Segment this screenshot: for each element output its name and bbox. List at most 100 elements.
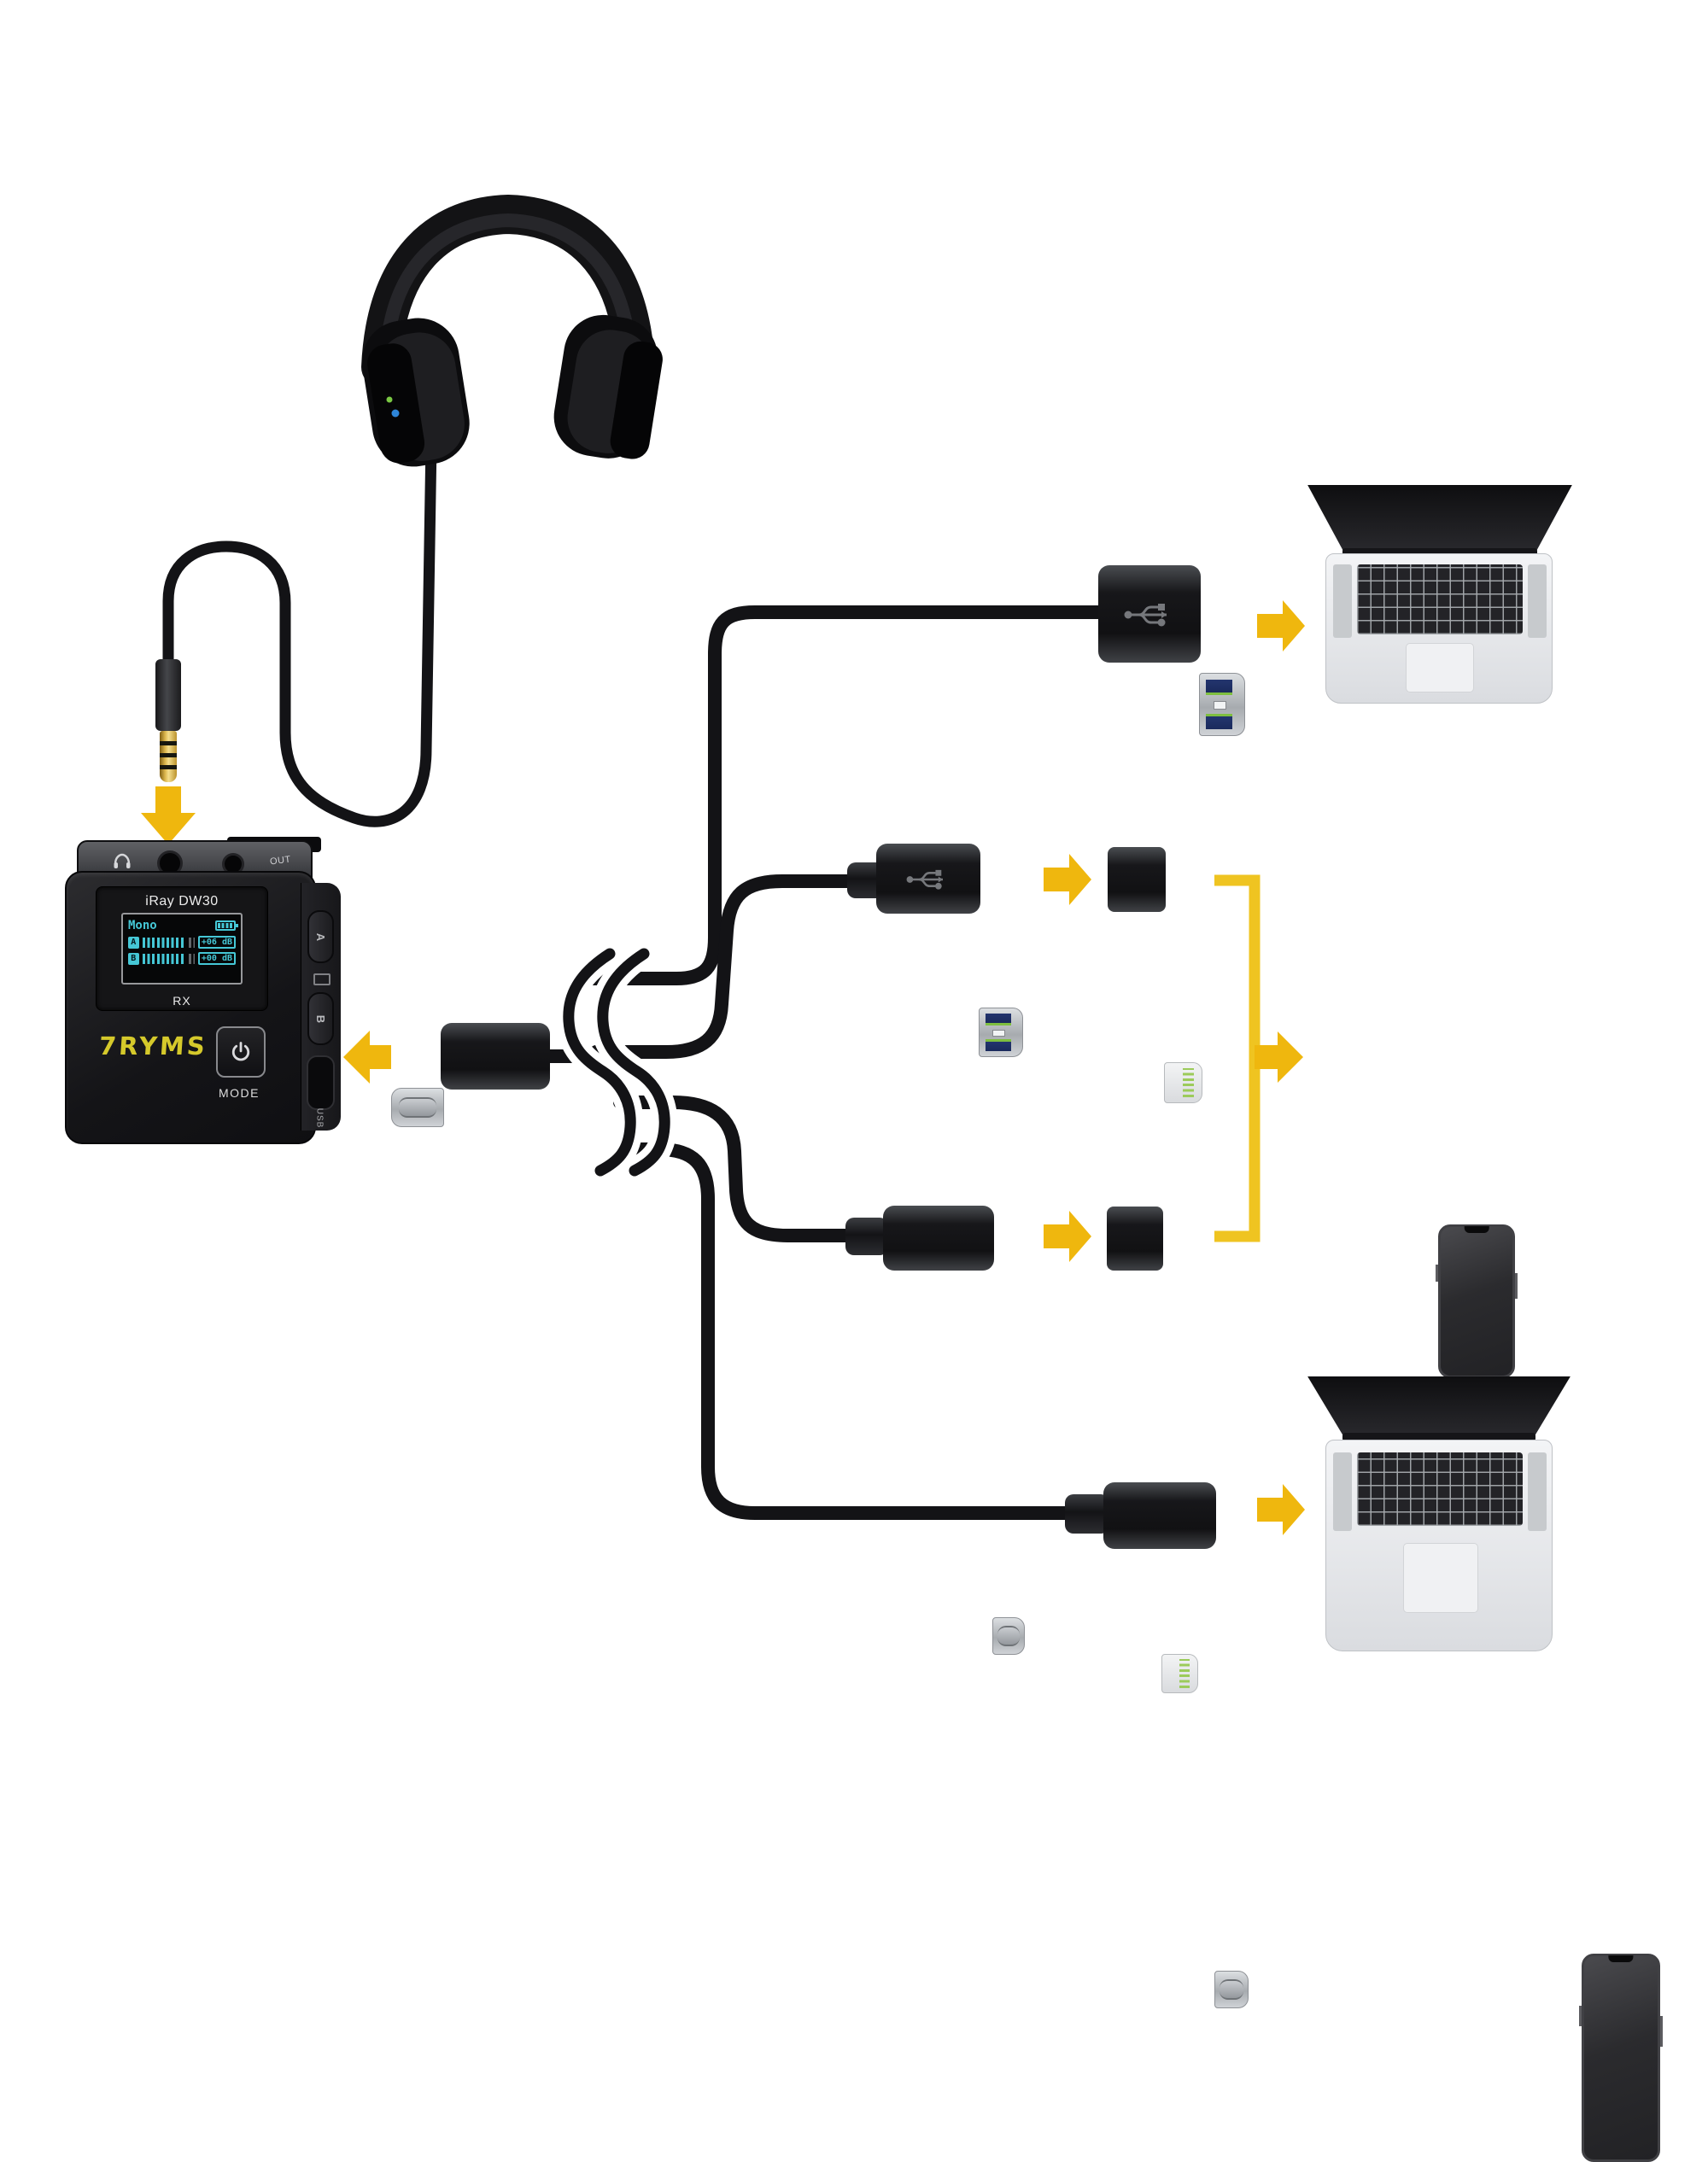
laptop-keyboard	[1357, 1452, 1523, 1526]
battery-door-icon	[313, 973, 330, 985]
branch-cable-bottom	[618, 1142, 1091, 1520]
channel-b-button: B	[307, 992, 334, 1045]
channel-a-level-tail	[188, 937, 195, 948]
battery-cells	[218, 923, 233, 928]
arrow-right-icon	[1044, 854, 1091, 905]
jack-ring	[160, 741, 177, 745]
bottom-laptop	[1305, 1376, 1573, 1658]
usb-c-plug-mid-body	[883, 1206, 994, 1271]
lightning-adapter-top-plug	[1164, 1062, 1202, 1103]
usb-a-plug-top-body	[1098, 565, 1201, 663]
battery-icon	[215, 920, 238, 931]
lightning-contacts	[1179, 1659, 1190, 1688]
lightning-contacts	[1182, 1067, 1194, 1098]
top-laptop	[1305, 485, 1575, 709]
branch-cable-usb-a	[589, 874, 869, 1059]
phone-side-button	[1579, 2006, 1582, 2026]
usb-c-plug-bottom-tip	[1214, 1971, 1249, 2008]
led-green	[386, 396, 393, 403]
usb-contact	[986, 1039, 1011, 1052]
laptop-speaker-left	[1333, 1452, 1352, 1531]
laptop-keyboard	[1357, 564, 1523, 634]
phone-side-button	[1436, 1265, 1438, 1282]
usb-c-plug-mid-tip	[992, 1617, 1025, 1655]
power-icon	[231, 1042, 250, 1061]
arrow-left-icon	[343, 1031, 391, 1084]
channel-a-button: A	[307, 910, 334, 963]
usb-slot	[1213, 701, 1227, 710]
receiver-side-panel: A B USB	[301, 883, 341, 1131]
usb-a-plug-mid-body	[876, 844, 980, 914]
channel-b-badge: B	[128, 952, 139, 965]
display-bezel: iRay DW30 Mono A +06 dB B +00 dB RX	[96, 886, 268, 1011]
usb-c-slot	[1220, 1979, 1243, 2000]
usb-c-slot	[399, 1096, 436, 1119]
usb-c-plug-mid-boot	[845, 1218, 888, 1255]
usb-c-plug-bottom-body	[1103, 1482, 1216, 1549]
usb-c-slot	[997, 1626, 1020, 1646]
laptop-body	[1325, 553, 1553, 704]
power-button	[216, 1026, 266, 1078]
arrow-right-icon	[1257, 1484, 1305, 1535]
headphones	[361, 194, 663, 467]
laptop-trackpad	[1403, 1543, 1478, 1613]
channel-b-level-tail	[188, 953, 195, 964]
receiver-unit: OUT A B USB iRay DW30 Mono A +06 dB	[65, 837, 342, 1144]
cable-break-mark	[597, 948, 670, 1177]
channel-b-row: B +00 dB	[128, 952, 237, 965]
channel-a-badge: A	[128, 936, 139, 949]
jack-ring	[160, 753, 177, 757]
led-blue	[391, 409, 400, 418]
trrs-jack-pin	[160, 731, 177, 782]
arrow-right-icon	[1255, 1031, 1303, 1083]
usb-port-label: USB	[314, 1107, 325, 1129]
connection-diagram: OUT A B USB iRay DW30 Mono A +06 dB	[65, 194, 1663, 2162]
out-port-label: OUT	[269, 854, 292, 868]
bottom-phone	[1579, 1954, 1663, 2162]
usb-a-plug-top-tip	[1199, 673, 1245, 736]
headband-pad	[379, 213, 637, 365]
laptop-trackpad	[1406, 643, 1474, 692]
usb-c-port	[307, 1055, 335, 1110]
channel-a-level-bars	[142, 937, 185, 948]
laptop-hinge	[1342, 1433, 1535, 1441]
usb-contact	[1206, 680, 1233, 695]
middle-phone	[1436, 1224, 1518, 1378]
usb-slot	[992, 1030, 1005, 1037]
laptop-screen	[1307, 485, 1572, 550]
usb-contact	[1206, 714, 1233, 729]
channel-a-gain: +06 dB	[197, 936, 237, 949]
headphone-icon	[114, 853, 131, 868]
laptop-hinge	[1342, 548, 1537, 557]
phone-notch	[1464, 1226, 1489, 1233]
arrow-right-icon	[1044, 1211, 1091, 1262]
usb-trident-icon	[906, 869, 943, 890]
laptop-speaker-left	[1333, 564, 1352, 638]
arrow-down-icon	[141, 786, 196, 844]
usb-c-plug-bottom-boot	[1065, 1494, 1109, 1534]
mode-button-label: MODE	[219, 1086, 260, 1100]
channel-a-button-label: A	[313, 932, 327, 941]
unit-type-label: RX	[173, 994, 191, 1008]
lightning-adapter-bottom-plug	[1161, 1654, 1198, 1693]
phone-side-button	[1660, 2016, 1663, 2047]
channel-b-button-label: B	[313, 1014, 327, 1023]
main-usb-c-tip	[391, 1088, 444, 1127]
laptop-screen	[1307, 1376, 1571, 1435]
earcup-left	[362, 318, 470, 467]
branch-cable-usb-c	[613, 1096, 868, 1242]
mode-indicator: Mono	[128, 919, 157, 932]
model-name: iRay DW30	[145, 894, 219, 909]
channel-b-gain: +00 dB	[197, 952, 237, 965]
usb-a-plug-mid-tip	[979, 1008, 1023, 1057]
earcup-right	[553, 314, 663, 459]
phone-side-button	[1515, 1273, 1518, 1299]
lcd-screen: Mono A +06 dB B +00 dB	[121, 913, 243, 985]
jack-ring	[160, 765, 177, 769]
cable-break-mark	[563, 948, 636, 1177]
channel-b-level-bars	[142, 953, 185, 964]
phone-notch	[1608, 1955, 1634, 1962]
brand-logo: 7RYMS	[97, 1031, 208, 1061]
headphone-cable	[162, 436, 437, 827]
lightning-adapter-top-body	[1108, 847, 1166, 912]
